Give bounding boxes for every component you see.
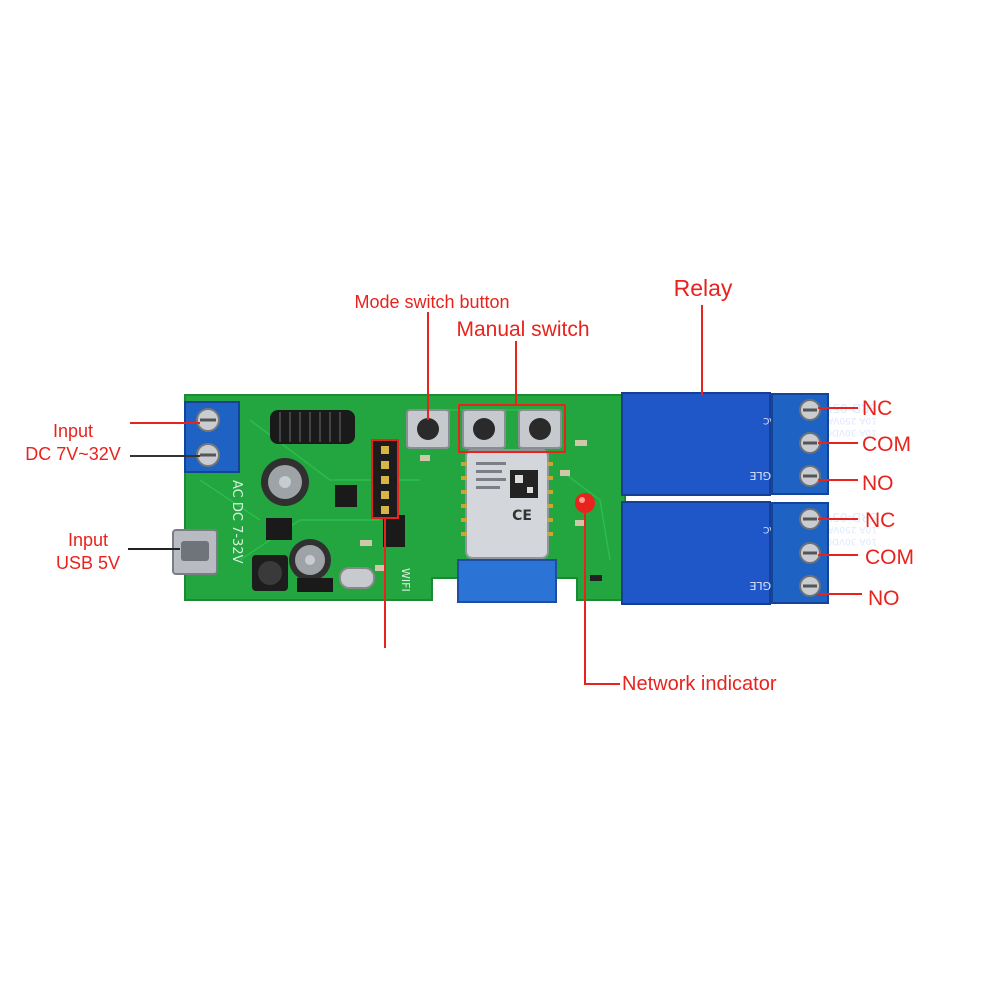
inductor (252, 555, 288, 591)
label-network-indicator: Network indicator (622, 673, 777, 695)
label-input-usb-1: Input (68, 530, 108, 550)
antenna-coil (270, 410, 355, 444)
dc-input-terminal (184, 401, 240, 473)
qr-code (510, 470, 538, 498)
label-input-usb-2: USB 5V (56, 553, 120, 573)
crystal (339, 567, 375, 589)
label-terminal-top-nc: NC (862, 397, 892, 420)
annotation-labels: Input DC 7V~32V Input USB 5V Mode switch… (25, 275, 914, 695)
mode-switch-button (406, 409, 450, 449)
label-terminal-top-com: COM (862, 433, 911, 456)
label-terminal-top-no: NO (862, 472, 894, 495)
module-ce-mark: CE (512, 508, 532, 524)
wifi-module: CE (457, 449, 557, 603)
label-terminal-bottom-no: NO (868, 587, 900, 610)
network-indicator-led (575, 493, 595, 513)
label-mode-switch: Mode switch button (354, 292, 509, 312)
label-terminal-bottom-com: COM (865, 546, 914, 569)
label-manual-switch: Manual switch (456, 318, 589, 341)
small-smd-parts (360, 440, 602, 581)
capacitor (261, 458, 309, 506)
label-terminal-bottom-nc: NC (865, 509, 895, 532)
capacitor (289, 539, 331, 581)
label-relay: Relay (674, 275, 733, 301)
label-input-dc-1: Input (53, 421, 93, 441)
pin-header (371, 439, 399, 519)
micro-usb-port (172, 529, 218, 575)
manual-switch-button-1 (462, 409, 506, 449)
relay-bottom: SRD-05VDC-SL-C 10A 250VAC 10A 125VAC 10A… (621, 501, 877, 605)
silkscreen-wifi-text: WIFI (399, 568, 412, 592)
leader-lines (128, 305, 862, 685)
manual-switch-highlight-box (458, 404, 566, 453)
ic-chip (266, 485, 405, 592)
silkscreen-left-text: AC DC 7-32V (229, 480, 244, 564)
label-input-dc-2: DC 7V~32V (25, 444, 121, 464)
manual-switch-button-2 (518, 409, 562, 449)
